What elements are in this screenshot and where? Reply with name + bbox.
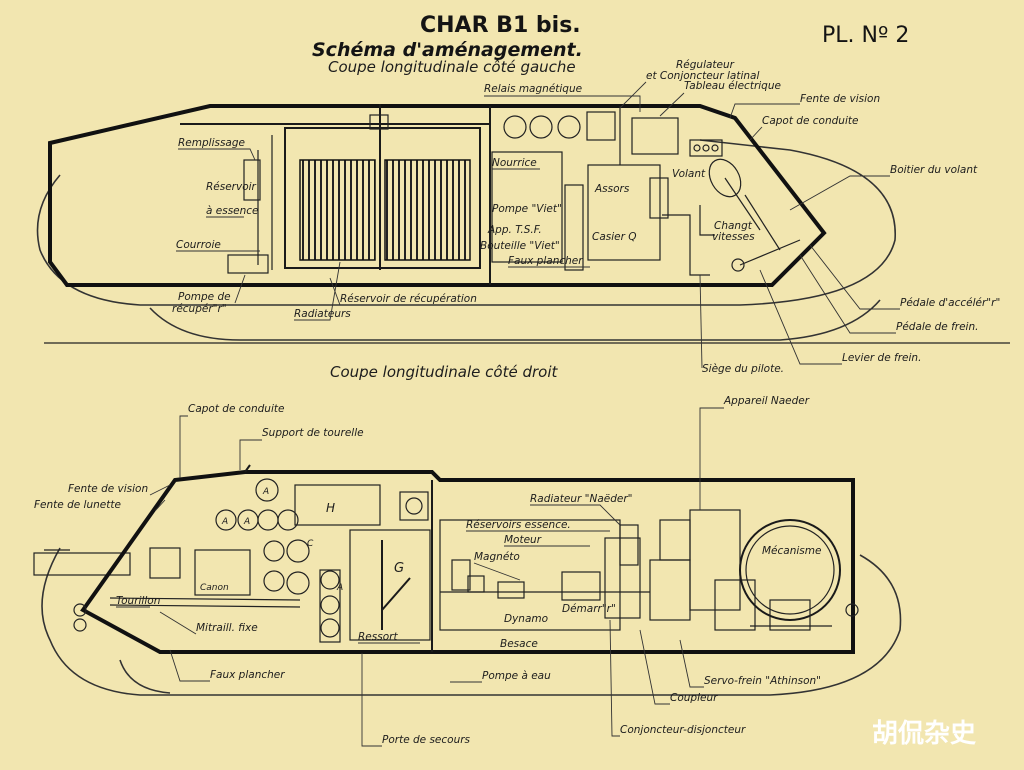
label-casier: Casier Q	[592, 231, 637, 243]
label-pompe-viet: Pompe "Viet"	[492, 203, 562, 215]
watermark-text: 胡侃杂史	[872, 719, 977, 749]
left-section-leaders	[176, 81, 900, 369]
label-h: H	[326, 501, 335, 515]
label-levier: Levier de frein.	[842, 352, 921, 364]
mark-a-4: A	[336, 583, 343, 593]
label-capot-right: Capot de conduite	[188, 403, 284, 415]
label-nourrice: Nourrice	[492, 157, 537, 169]
label-faux-plancher-right: Faux plancher	[210, 669, 285, 681]
label-reservoir-recup: Réservoir de récupération	[340, 293, 477, 305]
label-pedale-frein: Pédale de frein.	[896, 321, 978, 333]
label-appareil: Appareil Naeder	[723, 395, 810, 407]
label-conjoncteur: et Conjoncteur latinal	[646, 70, 759, 82]
label-siege: Siège du pilote.	[702, 363, 784, 375]
label-bouteille: Bouteille "Viet"	[480, 240, 560, 252]
label-support: Support de tourelle	[262, 427, 364, 439]
label-tourillon: Tourillon	[116, 595, 160, 607]
label-demarreur: Démarr"r"	[562, 603, 616, 615]
mark-c: C	[307, 539, 314, 549]
label-dynamo: Dynamo	[504, 613, 548, 625]
right-section-labels: Capot de conduite Support de tourelle Ap…	[34, 395, 821, 746]
label-volant: Volant	[672, 168, 706, 180]
label-fente-vision-left: Fente de vision	[800, 93, 880, 105]
label-reservoir: Réservoir	[206, 181, 257, 193]
label-essence: à essence	[206, 205, 259, 217]
label-coupleur: Coupleur	[670, 692, 718, 704]
label-faux-plancher-left: Faux plancher	[508, 255, 583, 267]
left-section-labels: Relais magnétique Régulateur et Conjonct…	[172, 59, 1000, 375]
left-section-drawing	[36, 104, 1010, 344]
drawing-title: CHAR B1 bis.	[420, 13, 581, 38]
label-remplissage: Remplissage	[178, 137, 245, 149]
mark-a-1: A	[262, 487, 269, 497]
label-porte: Porte de secours	[382, 734, 471, 746]
label-pompe-recup-1: Pompe de	[178, 291, 231, 303]
watermark: 胡侃杂史	[872, 719, 977, 749]
label-regulateur: Régulateur	[676, 59, 735, 71]
label-fente-lunette: Fente de lunette	[34, 499, 121, 511]
label-boitier: Boitier du volant	[890, 164, 978, 176]
label-assors: Assors	[594, 183, 630, 195]
label-pompe-recup-2: récupér"r"	[172, 303, 227, 315]
label-canon: Canon	[200, 583, 229, 593]
right-section-drawing	[33, 464, 902, 696]
drawing-header: CHAR B1 bis. Schéma d'aménagement. PL. N…	[312, 13, 909, 76]
label-radiateurs: Radiateurs	[294, 308, 351, 320]
right-section-leaders	[116, 407, 724, 747]
label-pedale-acc: Pédale d'accélér"r"	[900, 297, 1000, 309]
label-g: G	[394, 561, 404, 576]
label-reservoirs: Réservoirs essence.	[466, 519, 571, 531]
left-section-title: Coupe longitudinale côté gauche	[328, 58, 576, 76]
plate-number: PL. Nº 2	[822, 23, 909, 48]
label-radiateur-naeder: Radiateur "Naëder"	[530, 493, 632, 505]
label-changt: Changt	[714, 220, 753, 232]
label-app-tsf: App. T.S.F.	[487, 224, 542, 236]
mark-a-3: A	[243, 517, 250, 527]
label-mecanisme: Mécanisme	[762, 545, 821, 557]
label-servo: Servo-frein "Athinson"	[704, 675, 821, 687]
label-capot-left: Capot de conduite	[762, 115, 858, 127]
label-magneto: Magnéto	[474, 551, 520, 563]
label-vitesses: vitesses	[712, 231, 755, 243]
drawing-subtitle: Schéma d'aménagement.	[312, 39, 583, 61]
label-moteur: Moteur	[504, 534, 542, 546]
mark-a-2: A	[221, 517, 228, 527]
label-fente-vision-right: Fente de vision	[68, 483, 148, 495]
label-ressort: Ressort	[358, 631, 398, 643]
label-tableau: Tableau électrique	[684, 80, 781, 92]
label-besace: Besace	[500, 638, 538, 650]
label-pompe-eau: Pompe à eau	[482, 670, 551, 682]
right-section-title: Coupe longitudinale côté droit	[330, 363, 558, 381]
label-relais: Relais magnétique	[484, 83, 582, 95]
label-conjoncteur-right: Conjoncteur-disjoncteur	[620, 724, 746, 736]
label-mitrail: Mitraill. fixe	[196, 622, 258, 634]
label-courroie: Courroie	[176, 239, 221, 251]
